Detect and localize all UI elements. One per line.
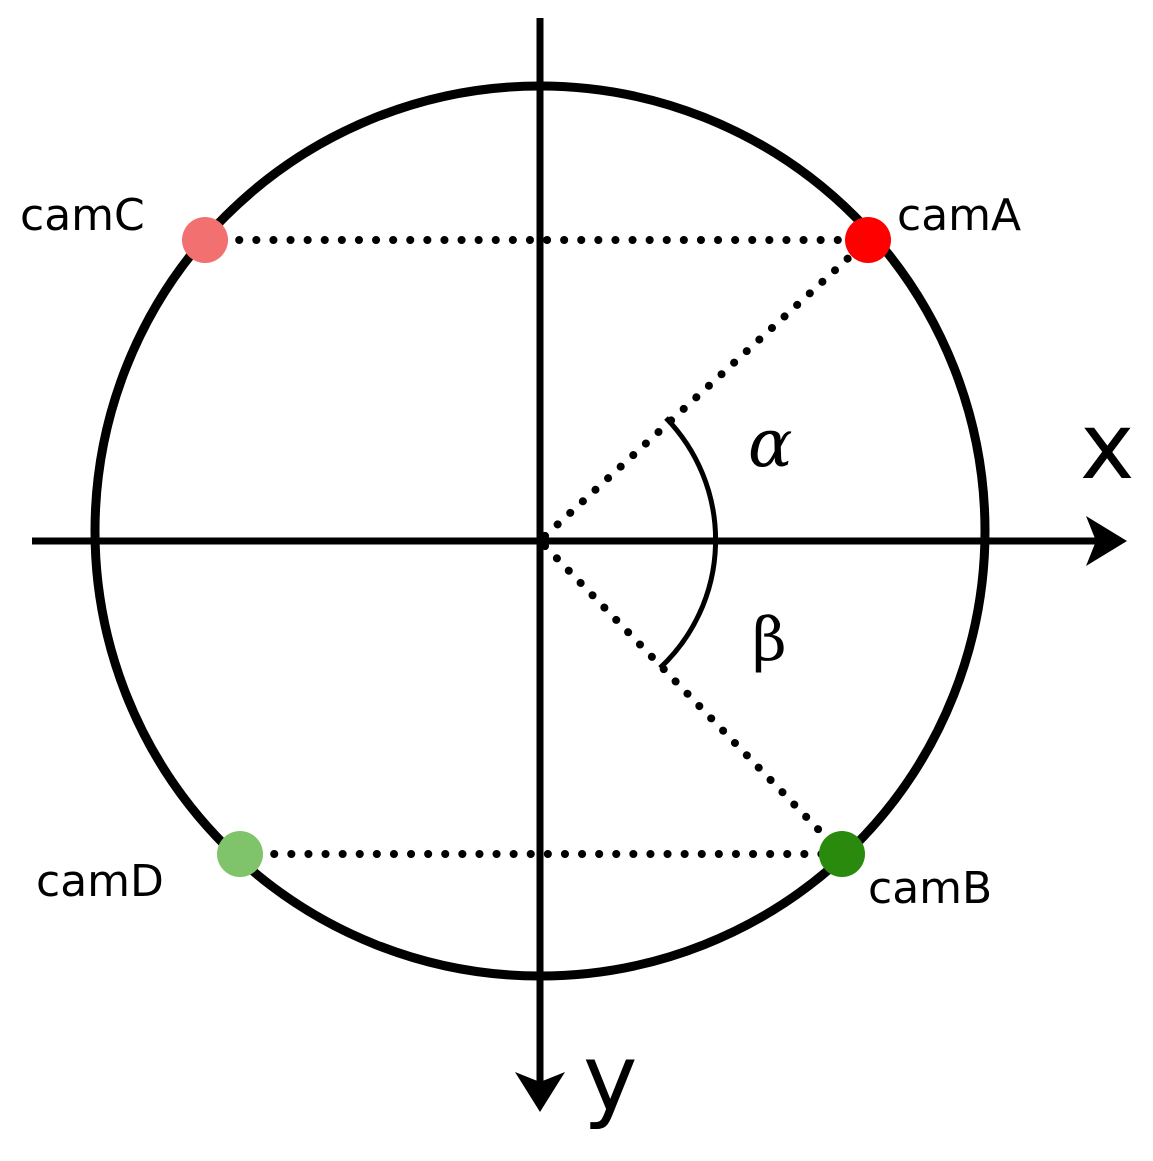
x-axis-arrowhead	[1086, 516, 1127, 566]
camA-label: camA	[897, 190, 1021, 241]
x-axis-label: x	[1080, 393, 1134, 500]
camD-label: camD	[36, 856, 164, 907]
dotted-line-origin-camA	[541, 236, 872, 540]
y-axis-label: y	[583, 1025, 637, 1132]
camC-label: camC	[20, 190, 145, 241]
camB-label: camB	[868, 863, 992, 914]
y-axis-arrowhead	[515, 1072, 565, 1112]
camD-point	[217, 831, 263, 877]
camA-point	[845, 217, 891, 263]
dotted-line-origin-camB	[541, 542, 846, 858]
camB-point	[819, 831, 865, 877]
angle-arc	[658, 416, 719, 670]
camC-point	[182, 217, 228, 263]
alpha-label: α	[748, 405, 793, 482]
beta-label: β	[752, 605, 787, 675]
